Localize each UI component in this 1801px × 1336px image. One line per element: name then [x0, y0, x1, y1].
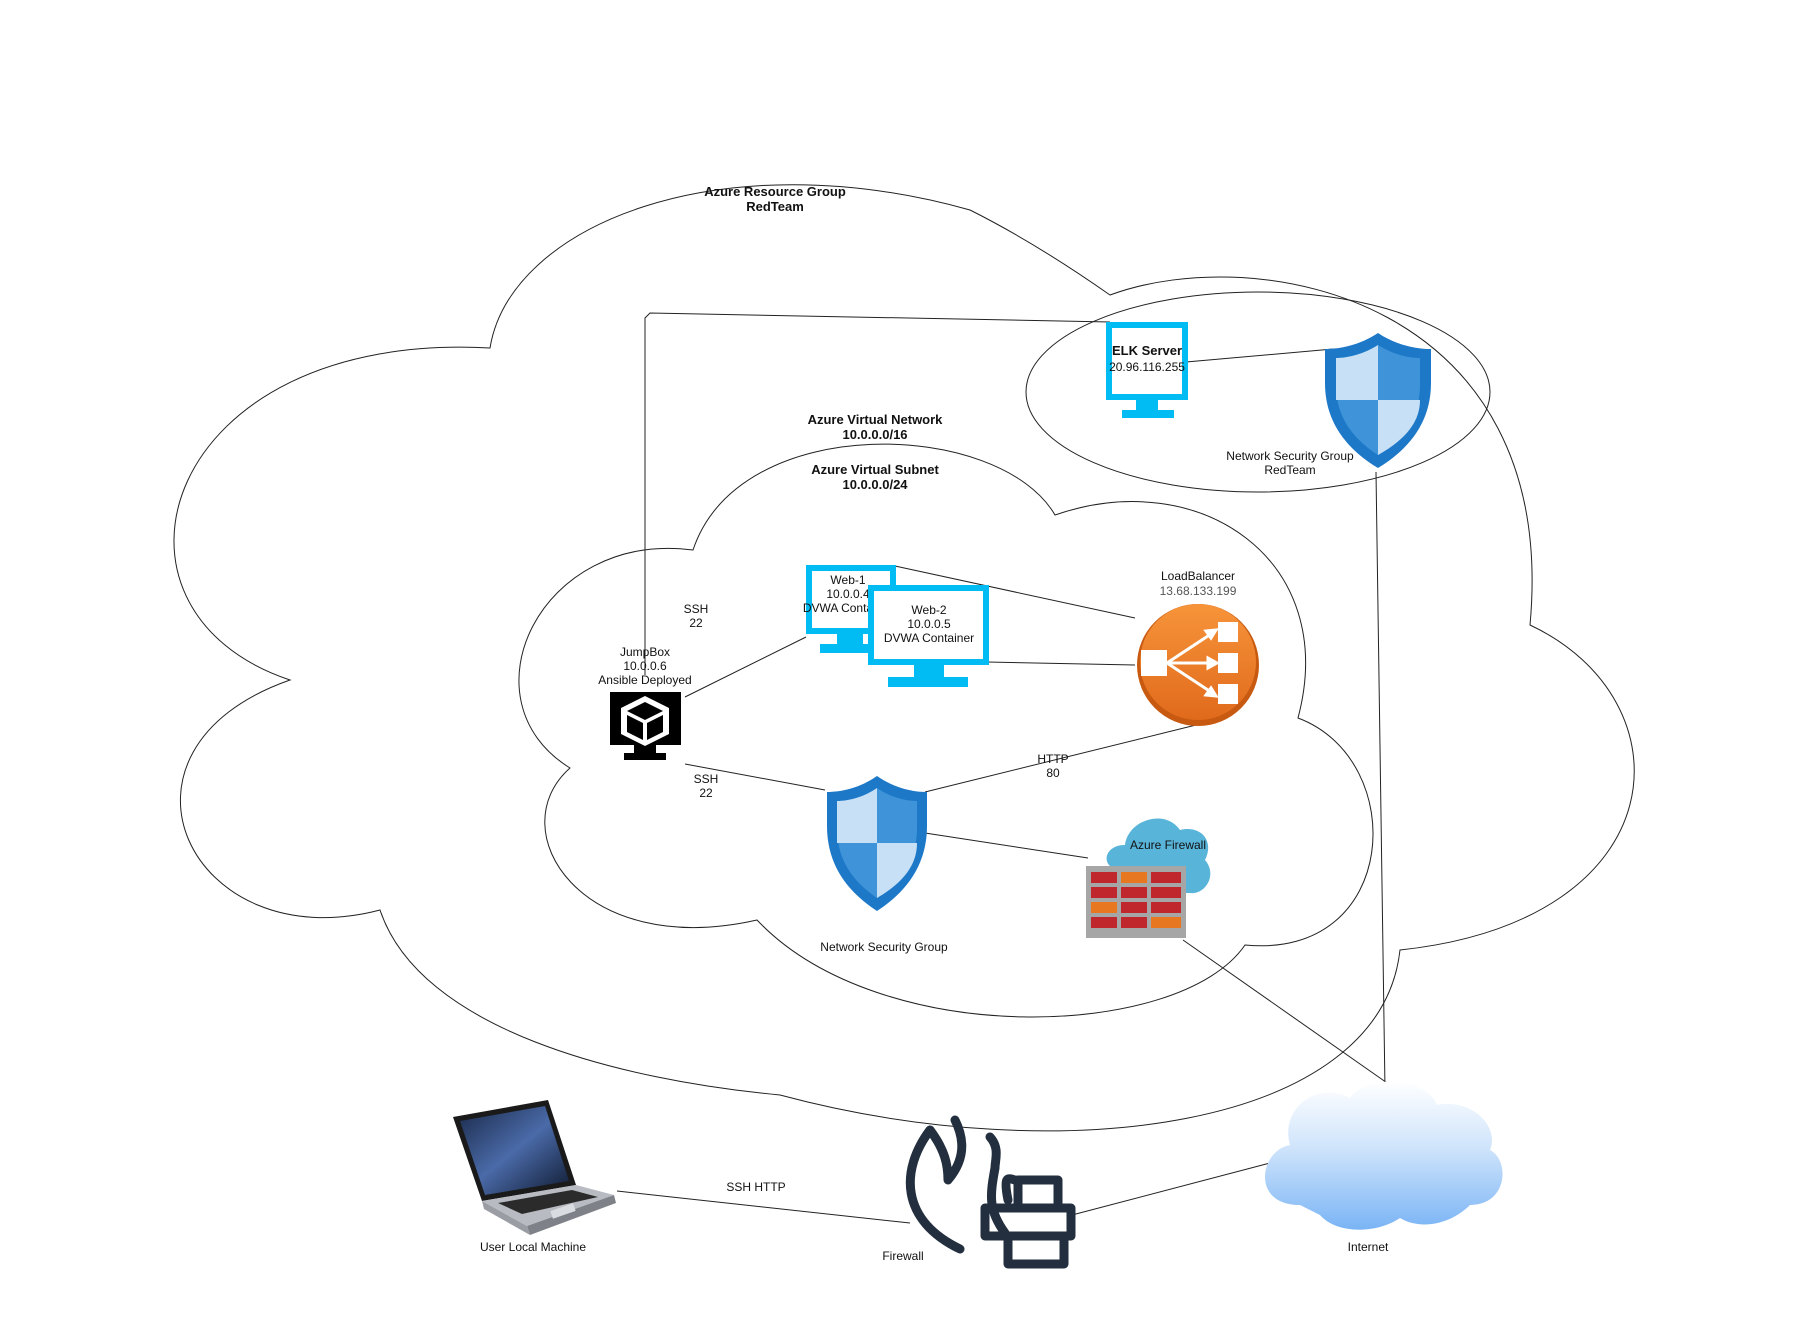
load-balancer[interactable]: LoadBalancer 13.68.133.199 — [1137, 569, 1259, 726]
jumpbox-role: Ansible Deployed — [598, 673, 691, 687]
azure-firewall[interactable]: Azure Firewall — [1086, 818, 1211, 938]
lb-name: LoadBalancer — [1161, 569, 1235, 583]
laptop-icon — [453, 1100, 616, 1235]
nsg-redteam-line1: Network Security Group — [1226, 449, 1354, 463]
resource-group-name: RedTeam — [746, 199, 804, 214]
jumpbox-ip: 10.0.0.6 — [623, 659, 667, 673]
elk-title: ELK Server — [1112, 343, 1182, 358]
virtual-network-cloud — [518, 443, 1374, 1018]
vnet-cidr: 10.0.0.0/16 — [842, 427, 907, 442]
web1-name: Web-1 — [830, 573, 865, 587]
vm-cube-icon — [610, 692, 681, 760]
http-port: 80 — [1046, 766, 1060, 780]
nsg-label: Network Security Group — [820, 940, 948, 954]
edge-web1-lb — [894, 565, 1136, 619]
nsg-redteam[interactable]: Network Security Group RedTeam — [1226, 333, 1431, 477]
user-link-label: SSH HTTP — [726, 1180, 785, 1194]
web2-server[interactable]: Web-2 10.0.0.5 DVWA Container — [868, 585, 989, 687]
jumpbox-name: JumpBox — [620, 645, 670, 659]
edge-jumpbox-elk — [644, 312, 1111, 675]
ssh-top-port: 22 — [689, 616, 703, 630]
firewall[interactable]: Firewall — [882, 1115, 1076, 1269]
ssh-bottom-port: 22 — [699, 786, 713, 800]
resource-group-cloud — [173, 184, 1635, 1132]
web2-ip: 10.0.0.5 — [907, 617, 951, 631]
edge-elk-nsg-redteam — [1185, 348, 1334, 363]
edge-nsg-lb — [924, 723, 1201, 793]
firewall-label: Firewall — [882, 1249, 923, 1263]
subnet-cidr: 10.0.0.0/24 — [842, 477, 908, 492]
vnet-title: Azure Virtual Network — [808, 412, 944, 427]
elk-network-ellipse — [1025, 291, 1491, 493]
ssh-bottom-proto: SSH — [694, 772, 719, 786]
elk-server[interactable]: ELK Server 20.96.116.255 — [1106, 322, 1188, 418]
user-machine-label: User Local Machine — [480, 1240, 586, 1254]
ssh-top-proto: SSH — [684, 602, 709, 616]
shield-icon — [1325, 333, 1431, 468]
user-local-machine[interactable]: User Local Machine — [453, 1100, 616, 1254]
internet[interactable]: Internet — [1265, 1081, 1503, 1254]
subnet-title: Azure Virtual Subnet — [811, 462, 939, 477]
resource-group-title: Azure Resource Group — [704, 184, 846, 199]
cloud-firewall-icon — [1086, 818, 1211, 938]
connections — [616, 312, 1391, 1224]
edge-nsg-redteam-internet — [1375, 471, 1386, 1091]
elk-ip: 20.96.116.255 — [1109, 360, 1185, 374]
internet-label: Internet — [1348, 1240, 1389, 1254]
monitor-icon — [868, 585, 989, 687]
edge-web2-lb — [986, 661, 1136, 666]
load-balancer-icon — [1137, 604, 1259, 726]
edge-jumpbox-web1 — [684, 636, 807, 698]
edge-azure-firewall-internet — [1182, 939, 1391, 1086]
firewall-flame-icon — [905, 1115, 1076, 1269]
nsg-subnet[interactable]: Network Security Group — [820, 776, 948, 954]
monitor-icon — [1106, 322, 1188, 418]
web2-role: DVWA Container — [884, 631, 974, 645]
edge-firewall-internet — [1071, 1162, 1271, 1216]
web1-ip: 10.0.0.4 — [826, 587, 870, 601]
azure-firewall-label: Azure Firewall — [1130, 838, 1206, 852]
edge-user-firewall — [616, 1190, 911, 1224]
edge-nsg-azure-firewall — [924, 832, 1089, 859]
edge-jumpbox-nsg — [684, 763, 826, 791]
internet-cloud-icon — [1265, 1081, 1503, 1230]
nsg-redteam-line2: RedTeam — [1264, 463, 1315, 477]
web2-name: Web-2 — [911, 603, 946, 617]
jumpbox[interactable]: JumpBox 10.0.0.6 Ansible Deployed — [598, 645, 692, 760]
shield-icon — [827, 776, 927, 911]
http-proto: HTTP — [1037, 752, 1068, 766]
lb-ip: 13.68.133.199 — [1160, 584, 1237, 598]
